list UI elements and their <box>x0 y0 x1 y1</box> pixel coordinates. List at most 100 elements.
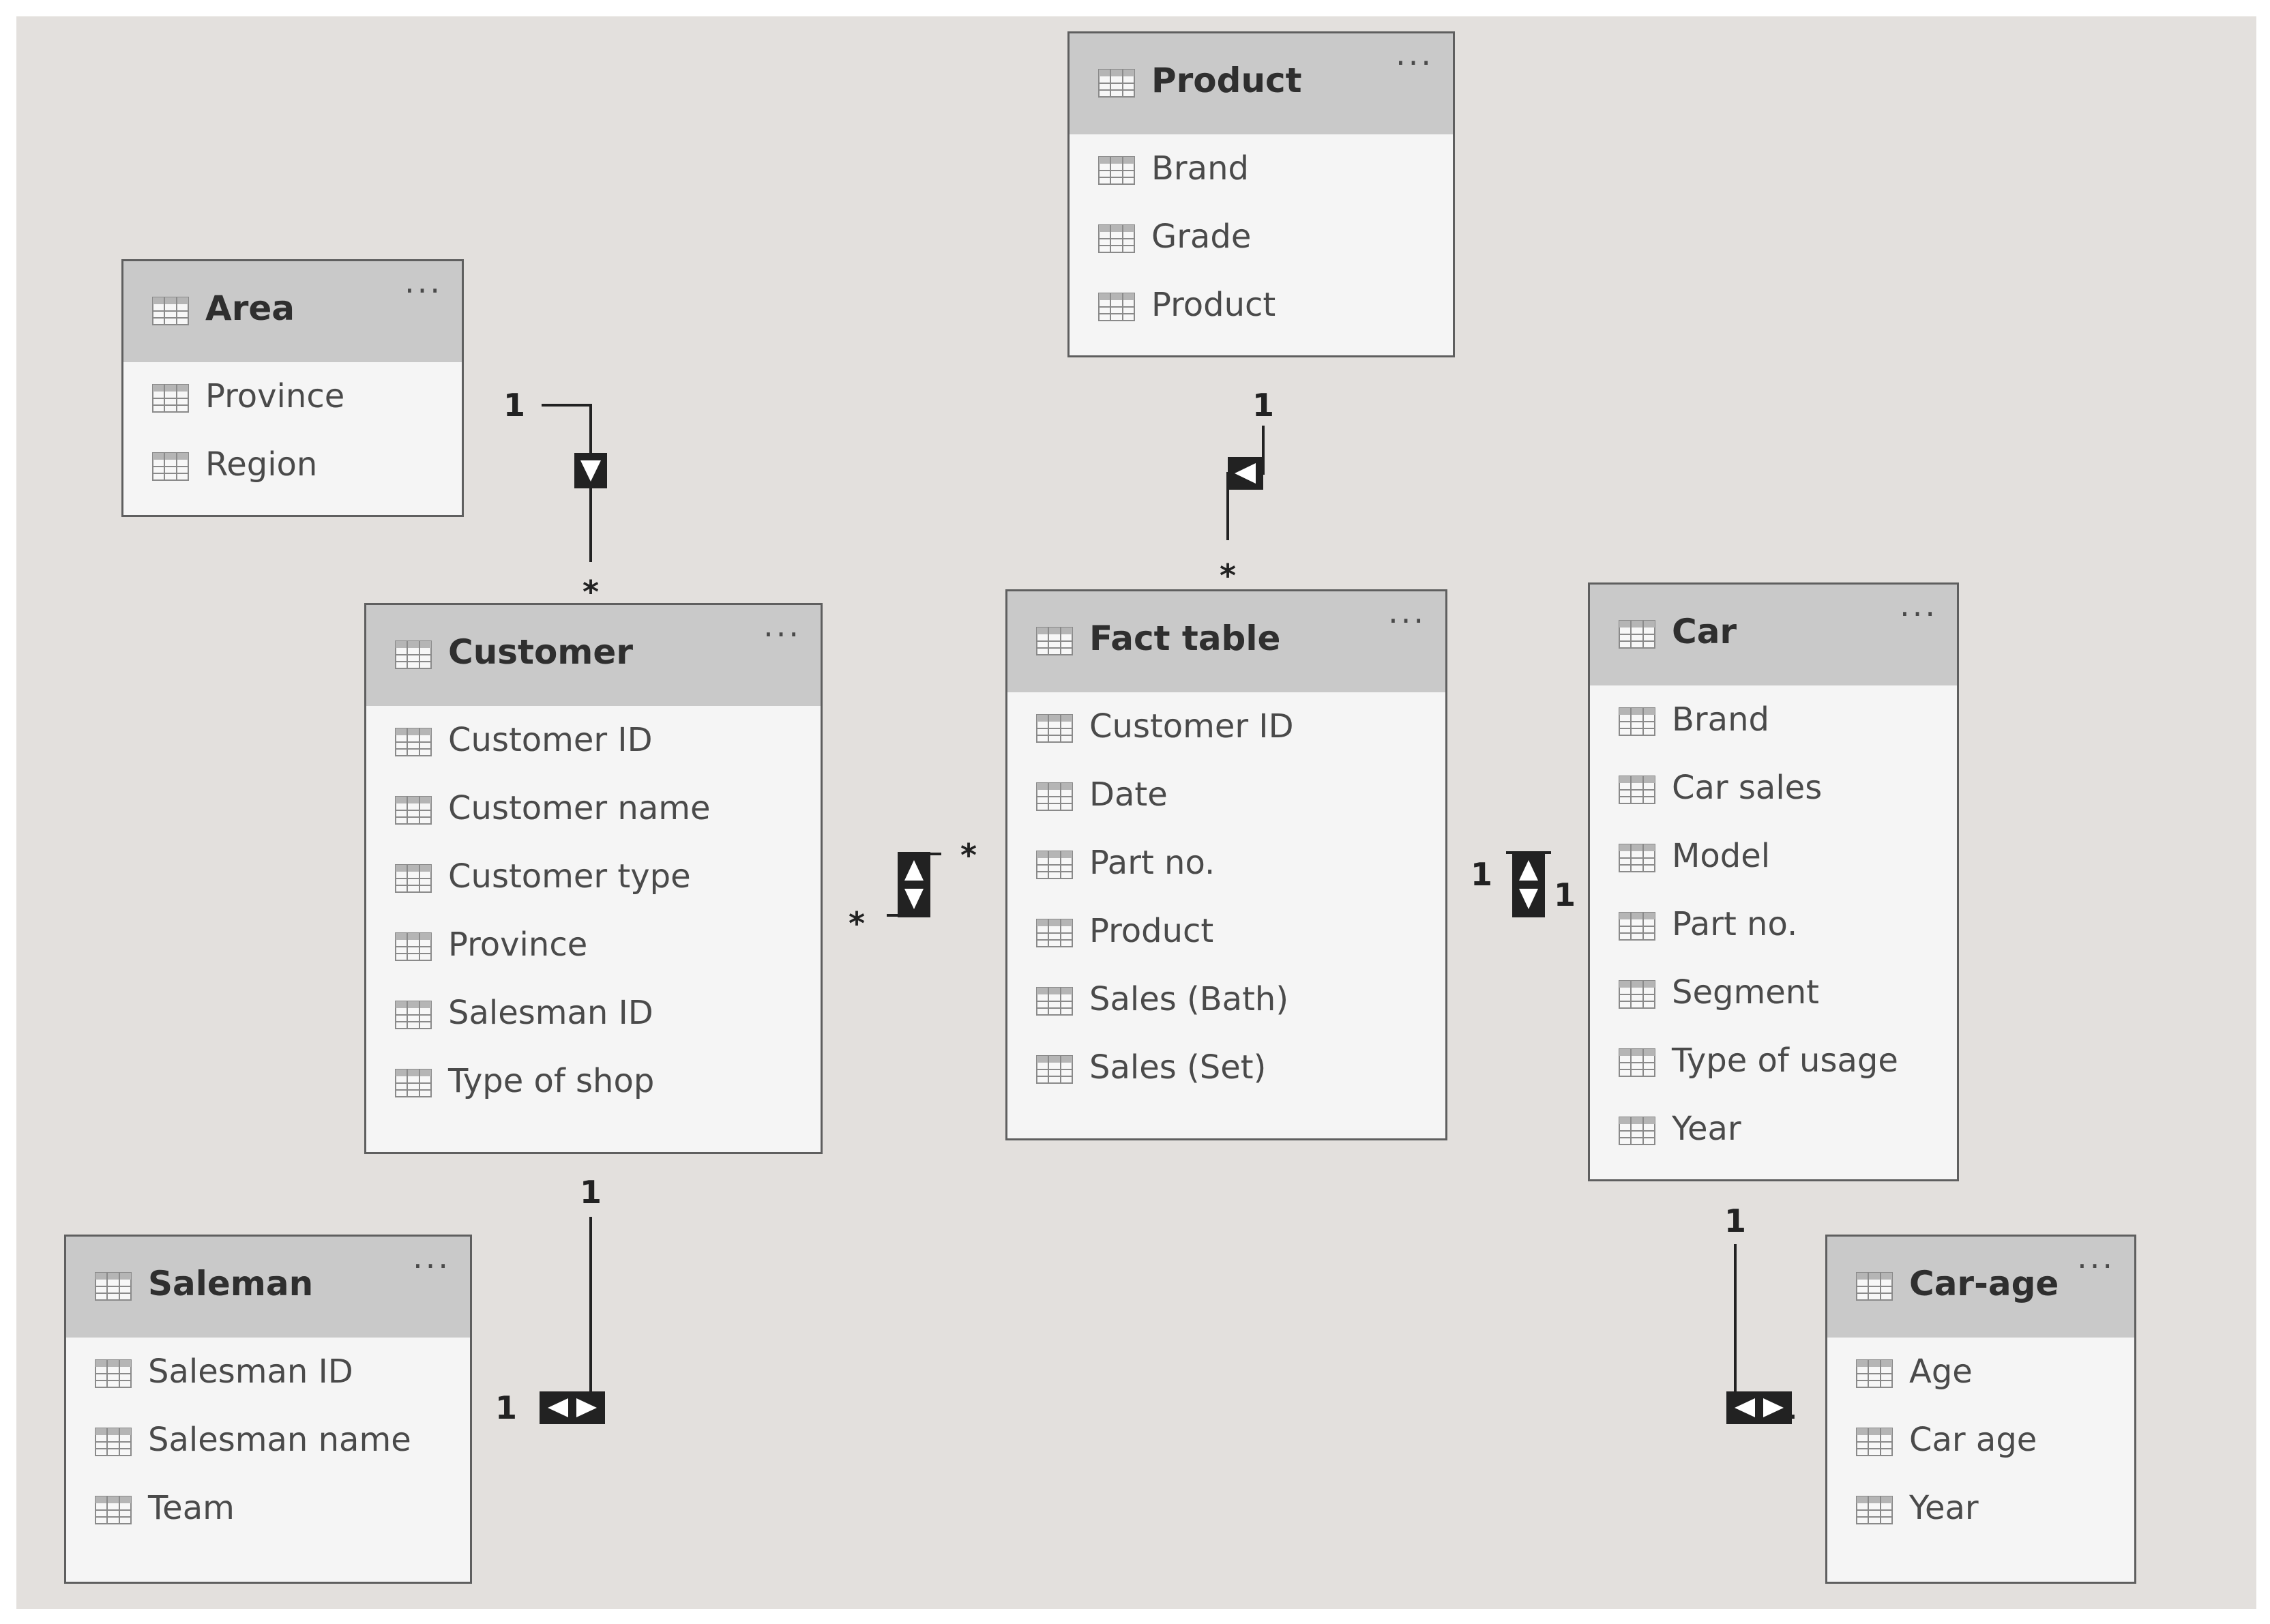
more-options-icon[interactable]: ··· <box>1396 44 1434 81</box>
field-label: Sales (Bath) <box>1089 980 1289 1018</box>
field-row[interactable]: Salesman ID <box>366 979 821 1047</box>
field-row[interactable]: Type of shop <box>366 1047 821 1115</box>
field-row[interactable]: Brand <box>1070 134 1453 203</box>
field-label: Customer ID <box>448 721 653 759</box>
field-row[interactable]: Province <box>123 362 462 430</box>
table-card-fact-table[interactable]: Fact table ··· Customer ID Date Part no.… <box>1005 589 1447 1140</box>
field-row[interactable]: Province <box>366 911 821 979</box>
table-card-customer[interactable]: Customer ··· Customer ID Customer name C… <box>364 603 823 1154</box>
field-row[interactable]: Salesman ID <box>66 1338 470 1406</box>
table-header[interactable]: Saleman ··· <box>66 1237 470 1338</box>
more-options-icon[interactable]: ··· <box>404 272 443 309</box>
filter-arrow-both-horizontal-icon[interactable] <box>1726 1391 1792 1424</box>
table-grid-icon <box>152 297 189 325</box>
field-row[interactable]: Team <box>66 1474 470 1542</box>
table-grid-icon <box>1036 714 1073 743</box>
cardinality-customer-fact-left: * <box>849 905 865 942</box>
field-row[interactable]: Date <box>1007 761 1445 829</box>
field-row[interactable]: Model <box>1590 822 1957 890</box>
table-grid-icon <box>1619 844 1655 872</box>
cardinality-customer-saleman-left: 1 <box>495 1389 517 1426</box>
table-grid-icon <box>1036 782 1073 811</box>
table-card-car-age[interactable]: Car-age ··· Age Car age Year <box>1825 1235 2136 1584</box>
cardinality-fact-many: * <box>1220 557 1236 594</box>
field-label: Customer name <box>448 789 711 827</box>
field-label: Region <box>205 445 318 484</box>
cardinality-car-carage-right: 1 <box>1775 1389 1797 1426</box>
more-options-icon[interactable]: ··· <box>763 616 801 653</box>
table-grid-icon <box>152 452 189 481</box>
table-card-saleman[interactable]: Saleman ··· Salesman ID Salesman name Te… <box>64 1235 472 1584</box>
field-label: Customer type <box>448 857 691 896</box>
field-row[interactable]: Brand <box>1590 685 1957 754</box>
filter-arrow-both-vertical-icon[interactable] <box>898 852 930 917</box>
field-row[interactable]: Region <box>123 430 462 499</box>
table-header[interactable]: Fact table ··· <box>1007 591 1445 692</box>
field-row[interactable]: Customer ID <box>366 706 821 774</box>
table-grid-icon <box>1036 851 1073 879</box>
field-row[interactable]: Product <box>1070 271 1453 339</box>
field-row[interactable]: Customer ID <box>1007 692 1445 761</box>
table-grid-icon <box>1036 1055 1073 1084</box>
table-grid-icon <box>1619 707 1655 736</box>
relationship-line-customer-saleman[interactable] <box>555 1217 592 1409</box>
field-row[interactable]: Customer type <box>366 842 821 911</box>
table-grid-icon <box>1619 776 1655 804</box>
diagram-canvas: 1 * 1 * * * 1 1 1 1 1 1 Product ··· Bran… <box>16 16 2256 1609</box>
table-grid-icon <box>1619 1048 1655 1077</box>
field-row[interactable]: Sales (Bath) <box>1007 965 1445 1033</box>
field-row[interactable]: Car age <box>1827 1406 2134 1474</box>
more-options-icon[interactable]: ··· <box>2077 1247 2115 1284</box>
field-row[interactable]: Part no. <box>1007 829 1445 897</box>
filter-arrow-down-icon[interactable] <box>574 453 607 488</box>
more-options-icon[interactable]: ··· <box>413 1247 451 1284</box>
field-row[interactable]: Sales (Set) <box>1007 1033 1445 1102</box>
field-label: Salesman name <box>148 1421 411 1459</box>
filter-arrow-both-vertical-icon[interactable] <box>1512 852 1545 917</box>
field-row[interactable]: Product <box>1007 897 1445 965</box>
table-grid-icon <box>95 1496 132 1524</box>
cardinality-customer-saleman-top: 1 <box>580 1174 602 1211</box>
table-grid-icon <box>95 1428 132 1456</box>
table-grid-icon <box>395 864 432 893</box>
table-header[interactable]: Customer ··· <box>366 605 821 706</box>
field-label: Segment <box>1672 973 1819 1012</box>
cardinality-fact-car-right: 1 <box>1554 876 1576 913</box>
table-title: Area <box>205 289 295 328</box>
field-row[interactable]: Age <box>1827 1338 2134 1406</box>
relationship-line-area-customer[interactable] <box>542 404 592 562</box>
table-card-area[interactable]: Area ··· Province Region <box>121 259 464 517</box>
table-card-car[interactable]: Car ··· Brand Car sales Model Part no. S… <box>1588 582 1959 1181</box>
field-row[interactable]: Type of usage <box>1590 1027 1957 1095</box>
field-label: Part no. <box>1672 905 1798 943</box>
cardinality-car-carage-top: 1 <box>1724 1202 1746 1239</box>
field-label: Province <box>448 926 588 964</box>
relationship-line-car-carage[interactable] <box>1734 1244 1776 1409</box>
field-row[interactable]: Grade <box>1070 203 1453 271</box>
table-header[interactable]: Product ··· <box>1070 33 1453 134</box>
table-title: Car-age <box>1909 1264 2059 1303</box>
table-header[interactable]: Car-age ··· <box>1827 1237 2134 1338</box>
cardinality-product-one: 1 <box>1252 387 1274 424</box>
table-card-product[interactable]: Product ··· Brand Grade Product <box>1067 31 1455 357</box>
field-label: Sales (Set) <box>1089 1048 1267 1087</box>
field-label: Year <box>1909 1489 1979 1527</box>
field-label: Brand <box>1151 149 1249 188</box>
field-row[interactable]: Car sales <box>1590 754 1957 822</box>
field-label: Customer ID <box>1089 707 1294 745</box>
filter-arrow-left-icon[interactable] <box>1228 457 1263 490</box>
field-row[interactable]: Segment <box>1590 958 1957 1027</box>
table-title: Customer <box>448 632 633 672</box>
more-options-icon[interactable]: ··· <box>1388 602 1426 639</box>
field-row[interactable]: Year <box>1827 1474 2134 1542</box>
more-options-icon[interactable]: ··· <box>1900 595 1938 632</box>
table-header[interactable]: Area ··· <box>123 261 462 362</box>
table-title: Fact table <box>1089 619 1281 658</box>
field-row[interactable]: Customer name <box>366 774 821 842</box>
field-row[interactable]: Part no. <box>1590 890 1957 958</box>
table-header[interactable]: Car ··· <box>1590 585 1957 685</box>
table-grid-icon <box>1619 620 1655 649</box>
filter-arrow-both-horizontal-icon[interactable] <box>540 1391 605 1424</box>
field-row[interactable]: Salesman name <box>66 1406 470 1474</box>
field-row[interactable]: Year <box>1590 1095 1957 1163</box>
